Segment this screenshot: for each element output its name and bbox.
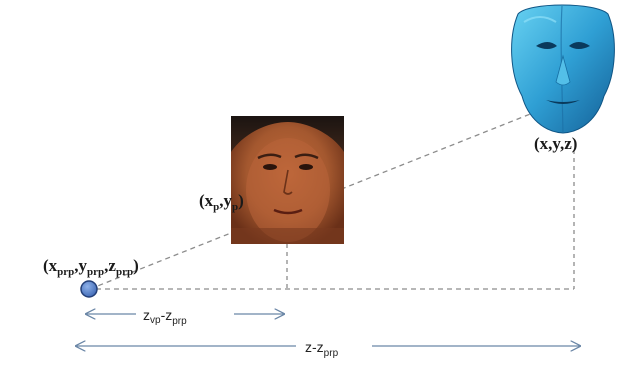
face-mask-3d-icon (511, 4, 615, 134)
object-distance-label: z-zprp (305, 339, 339, 359)
face-photo-icon (231, 116, 344, 244)
prp-point (80, 280, 98, 298)
projected-point-label: (xp,yp) (199, 191, 244, 213)
object-point-label: (x,y,z) (534, 134, 577, 153)
prp-label: (xprp,yprp,zprp) (43, 256, 139, 278)
vp-distance-label: zvp-zprp (143, 307, 187, 327)
